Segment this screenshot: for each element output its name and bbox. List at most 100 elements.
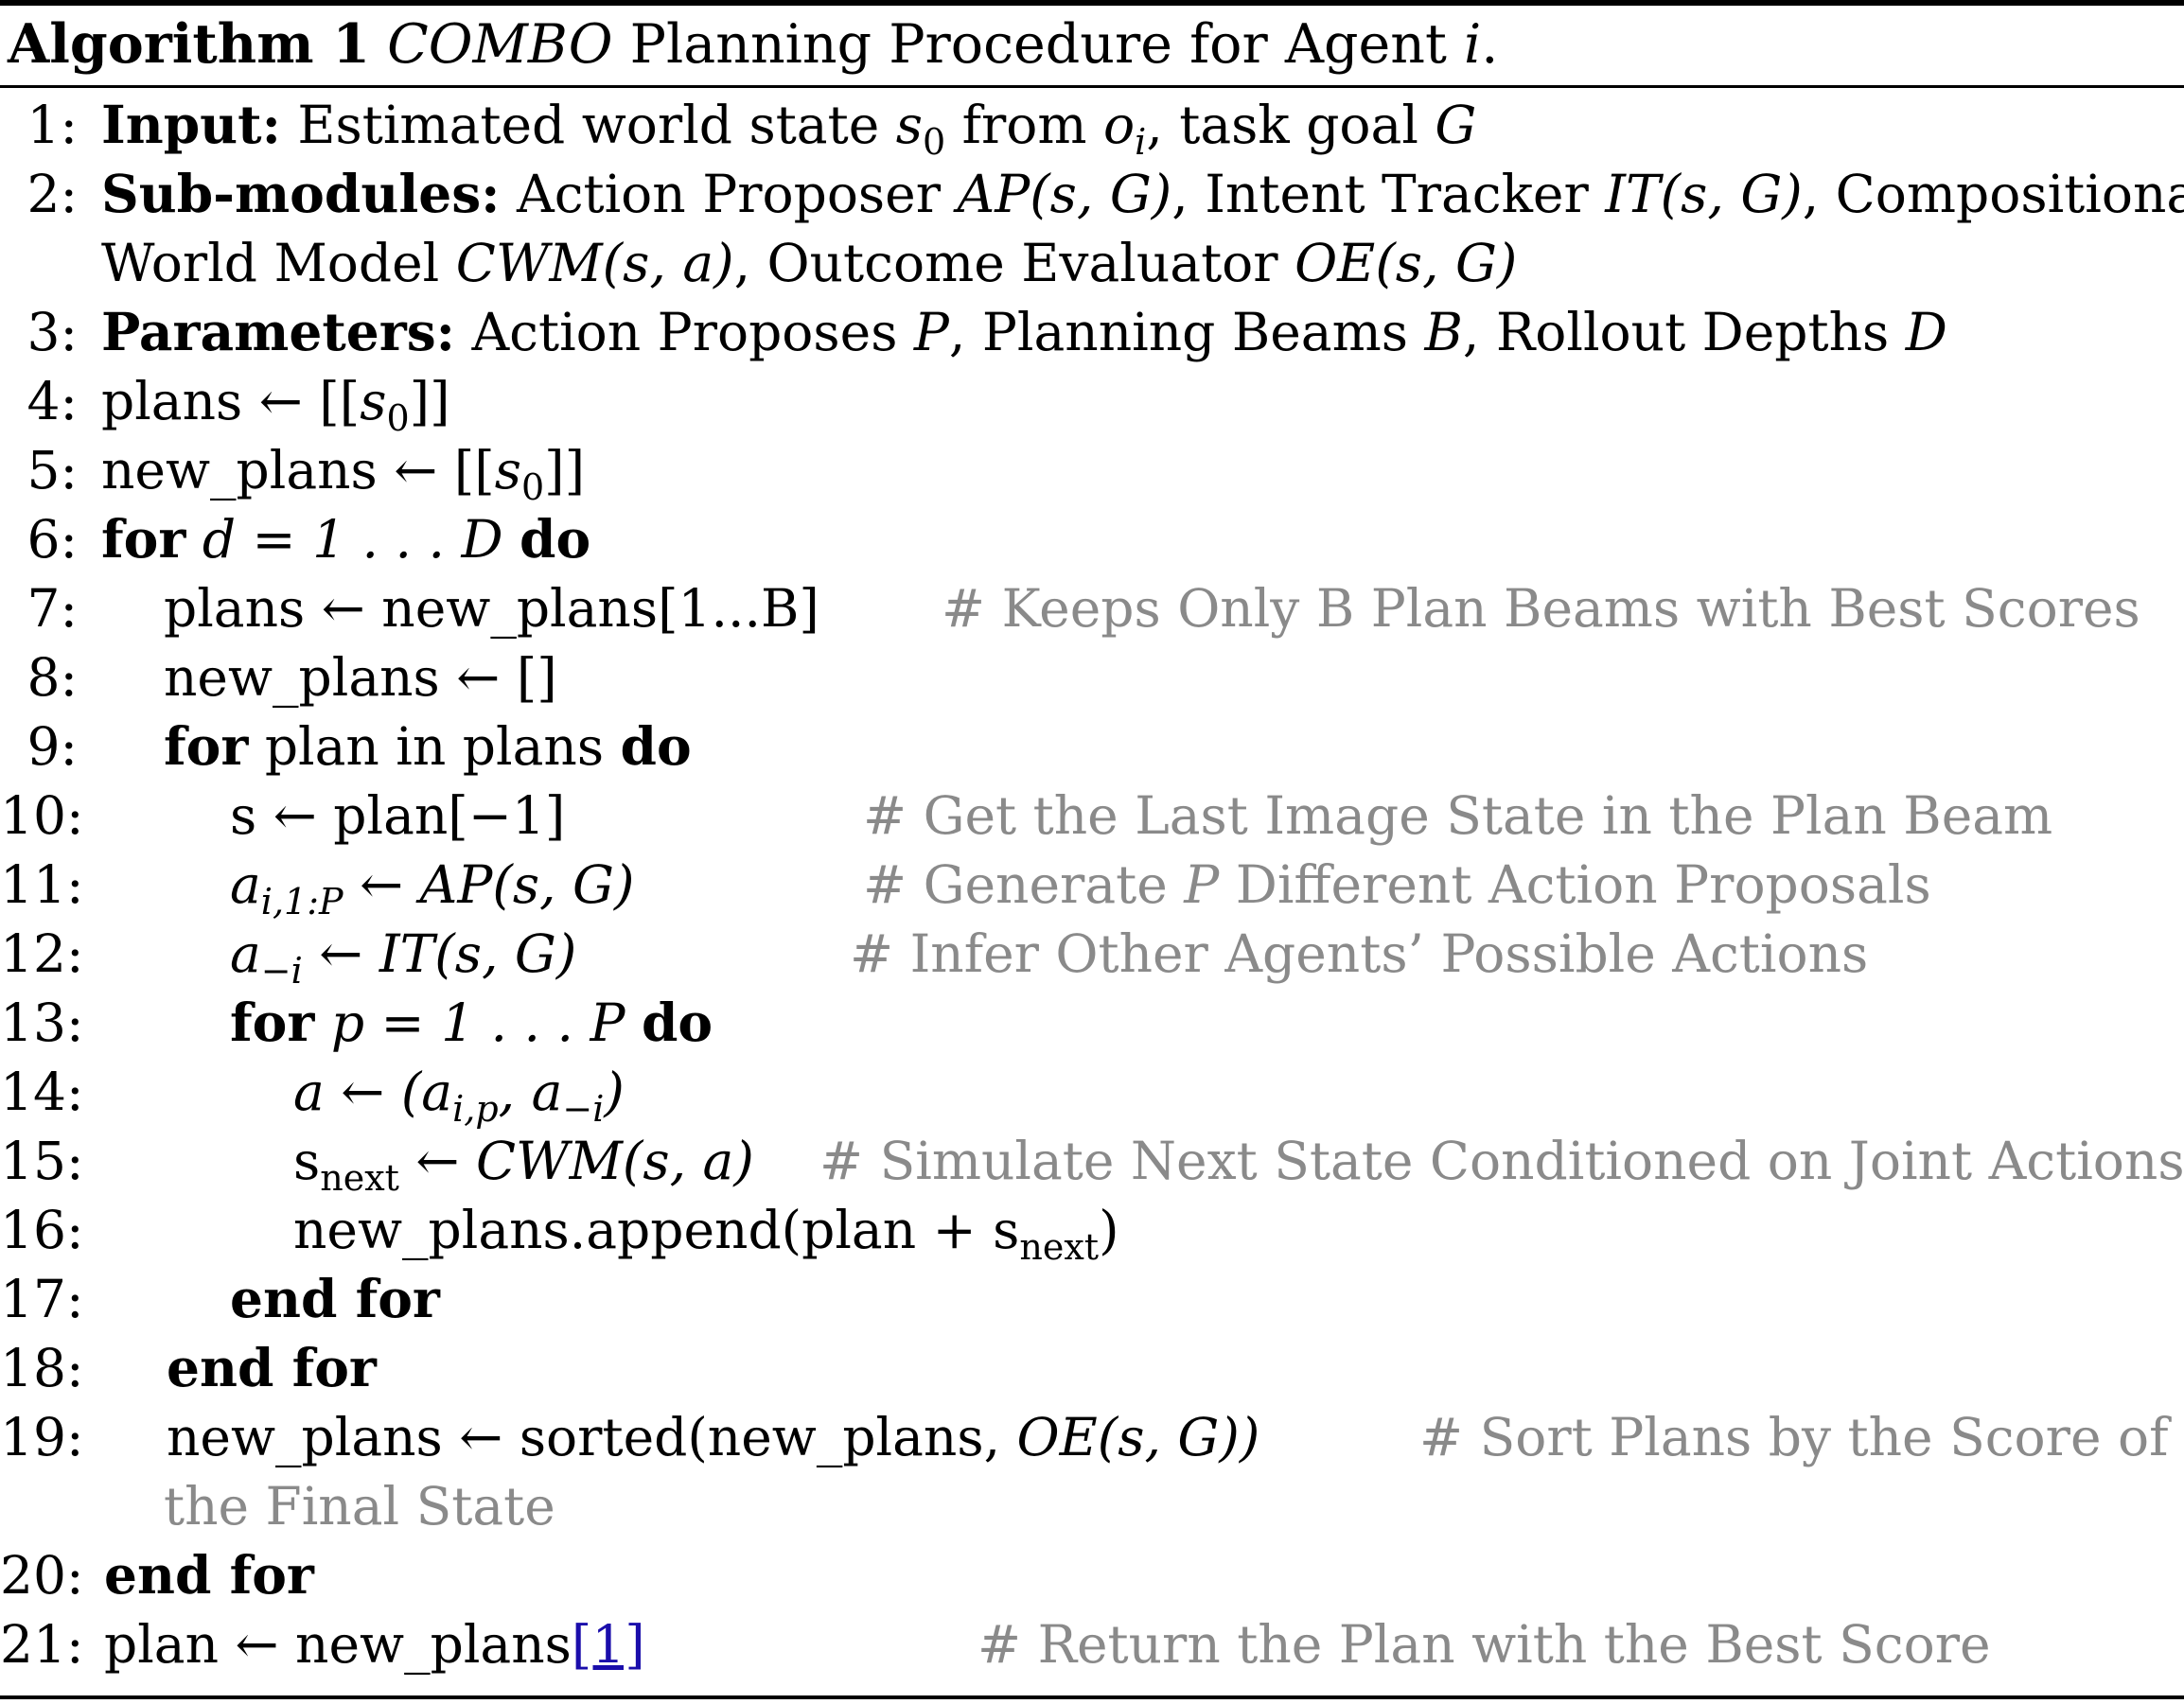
line-number: 6: (26, 509, 78, 570)
line-number: 16: (0, 1200, 84, 1260)
line-text: , task goal (1146, 95, 1418, 155)
line-comment: # Sort Plans by the Score of (1419, 1407, 2169, 1467)
line-number: 5: (26, 440, 78, 501)
line-number: 12: (0, 923, 84, 984)
line-comment: # Generate P Different Action Proposals (863, 852, 1931, 918)
algorithm-line-1: Input: Estimated world state s0 from oi,… (101, 92, 1476, 175)
algorithm-line-13: for p = 1 . . . P do (230, 990, 713, 1056)
math-expr: d = 1 . . . D (202, 509, 503, 570)
keyword-do: do (520, 508, 591, 570)
algorithm-line-4: plans ← [[s0]] (101, 368, 450, 451)
keyword-end-for: end for (167, 1337, 377, 1398)
keyword-for: for (230, 992, 315, 1053)
keyword-do: do (620, 715, 692, 777)
line-text: World Model (101, 233, 440, 293)
line-text: Action Proposes (471, 302, 898, 362)
math-var: s (895, 95, 923, 155)
algorithm-line-11: ai,1:P ← AP(s, G) (230, 852, 634, 935)
algorithm-caption: Planning Procedure for Agent (629, 13, 1447, 76)
math-subscript: i,p (452, 1088, 499, 1130)
line-comment: # Get the Last Image State in the Plan B… (863, 785, 2053, 846)
math-var: o (1103, 95, 1136, 155)
algorithm-line-14: a ← (ai,p, a−i) (293, 1059, 625, 1142)
math-expr: p = 1 . . . P (330, 993, 625, 1053)
line-number: 15: (0, 1131, 84, 1191)
algorithm-line-12: a−i ← IT(s, G) (230, 921, 576, 1004)
math-var: G (1435, 95, 1477, 155)
math-expr: CWM(s, a) (455, 233, 734, 293)
line-code: new_plans ← sorted(new_plans, (167, 1407, 1001, 1467)
algorithm-title-period: . (1481, 13, 1499, 76)
math-subscript: −i (260, 950, 303, 992)
math-subscript: next (1019, 1226, 1100, 1268)
line-text: , Compositional (1802, 164, 2184, 224)
keyword-parameters: Parameters: (101, 301, 455, 362)
algorithm-line-9: for plan in plans do (164, 713, 692, 780)
keyword-input: Input: (101, 94, 281, 155)
line-text: Action Proposer (516, 164, 941, 224)
line-code: new_plans.append(plan + s (293, 1200, 1020, 1260)
math-subscript: 0 (922, 121, 946, 163)
citation-link[interactable]: [1] (571, 1614, 645, 1675)
line-number: 20: (0, 1545, 84, 1606)
math-var: s (293, 1131, 321, 1191)
math-expr: OE(s, G) (1295, 233, 1518, 293)
line-comment: # Infer Other Agents’ Possible Actions (850, 923, 1869, 984)
algorithm-title: Algorithm 1 COMBO Planning Procedure for… (8, 11, 1498, 78)
algorithm-line-5: new_plans ← [[s0]] (101, 437, 585, 520)
line-text: from (961, 95, 1087, 155)
algorithm-line-8: new_plans ← [] (164, 647, 557, 708)
algorithm-line-2: Sub-modules: Action Proposer AP(s, G), I… (101, 161, 2184, 227)
algorithm-line-6: for d = 1 . . . D do (101, 506, 590, 572)
line-number: 3: (26, 302, 78, 362)
line-number: 2: (26, 164, 78, 224)
line-text: , Rollout Depths (1462, 302, 1890, 362)
comment-text: Different Action Proposals (1235, 854, 1931, 915)
line-number: 21: (0, 1614, 84, 1675)
keyword-for: for (101, 508, 186, 570)
math-expr: , a (498, 1062, 563, 1122)
algorithm-label: Algorithm 1 (8, 12, 371, 76)
math-subscript: 0 (386, 397, 410, 439)
math-expr: IT(s, G) (1605, 164, 1803, 224)
math-var: s (494, 440, 521, 501)
math-expr: ) (604, 1062, 625, 1122)
line-code: plans ← [[ (101, 371, 361, 431)
keyword-end-for: end for (230, 1268, 440, 1329)
comment-text: # Generate (863, 854, 1168, 915)
math-subscript: i,1:P (260, 881, 343, 922)
math-expr: ← CWM(s, a) (415, 1131, 754, 1191)
line-number: 19: (0, 1407, 84, 1467)
keyword-for: for (164, 715, 249, 777)
comment-var: P (1184, 854, 1220, 915)
algorithm-line-21: plan ← new_plans[1] (104, 1611, 645, 1678)
line-code: new_plans ← [[ (101, 440, 495, 501)
math-var: P (913, 302, 949, 362)
line-text: , Intent Tracker (1171, 164, 1589, 224)
algorithm-line-10: s ← plan[−1] (230, 785, 566, 846)
line-code: ]] (544, 440, 586, 501)
algorithm-line-16: new_plans.append(plan + snext) (293, 1197, 1119, 1280)
line-number: 11: (0, 854, 84, 915)
line-number: 7: (26, 578, 78, 639)
keyword-end-for: end for (104, 1544, 314, 1606)
line-code: plan ← new_plans (104, 1614, 572, 1675)
math-expr: ← AP(s, G) (360, 854, 635, 915)
line-code: ) (1099, 1200, 1119, 1260)
math-expr: OE(s, G)) (1016, 1407, 1260, 1467)
math-expr: ← IT(s, G) (319, 923, 577, 984)
math-var: B (1424, 302, 1463, 362)
line-comment: # Return the Plan with the Best Score (978, 1614, 1991, 1675)
keyword-do: do (641, 992, 713, 1053)
line-number: 10: (0, 785, 84, 846)
line-comment: # Simulate Next State Conditioned on Joi… (819, 1131, 2184, 1191)
line-number: 4: (26, 371, 78, 431)
algorithm-agent-var: i (1463, 13, 1482, 76)
line-code: plan in plans (264, 716, 605, 777)
line-comment-continued: the Final State (164, 1476, 555, 1537)
line-number: 17: (0, 1269, 84, 1329)
line-number: 13: (0, 993, 84, 1053)
bottom-rule (0, 1695, 2184, 1699)
math-subscript: i (1135, 121, 1147, 163)
top-rule (0, 0, 2184, 6)
